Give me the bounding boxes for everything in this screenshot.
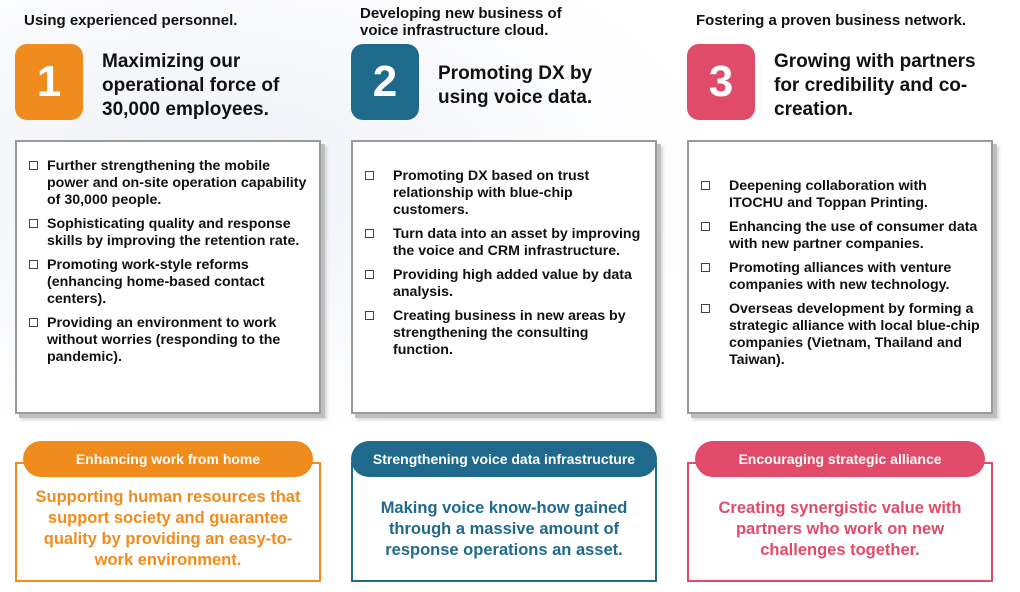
checkbox-icon bbox=[701, 304, 710, 313]
checkbox-icon bbox=[701, 263, 710, 272]
checkbox-icon bbox=[29, 318, 38, 327]
tagline: Developing new business of voice infrast… bbox=[360, 5, 562, 39]
pillar-pill-label: Strengthening voice data infrastructure bbox=[351, 441, 657, 477]
checkbox-icon bbox=[365, 311, 374, 320]
checkbox-icon bbox=[365, 229, 374, 238]
checkbox-icon bbox=[701, 222, 710, 231]
list-item: Turn data into an asset by improving the… bbox=[365, 226, 647, 260]
checkbox-icon bbox=[365, 171, 374, 180]
list-item: Promoting alliances with venture compani… bbox=[701, 260, 983, 294]
pillar-number-badge: 2 bbox=[351, 44, 419, 120]
list-item: Creating business in new areas by streng… bbox=[365, 308, 647, 359]
list-item: Enhancing the use of consumer data with … bbox=[701, 219, 983, 253]
pillar-summary: Making voice know-how gained through a m… bbox=[351, 462, 657, 582]
list-item: Further strengthening the mobile power a… bbox=[29, 158, 311, 209]
list-item: Sophisticating quality and response skil… bbox=[29, 216, 311, 250]
initiatives-box: Further strengthening the mobile power a… bbox=[15, 140, 321, 414]
initiatives-box: Deepening collaboration with ITOCHU and … bbox=[687, 140, 993, 414]
pillar-heading: Promoting DX by using voice data. bbox=[438, 63, 593, 108]
list-item: Deepening collaboration with ITOCHU and … bbox=[701, 178, 983, 212]
pillar-number-badge: 1 bbox=[15, 44, 83, 120]
checkbox-icon bbox=[29, 161, 38, 170]
list-item: Promoting work-style reforms (enhancing … bbox=[29, 257, 311, 308]
pillar-column-2: Developing new business of voice infrast… bbox=[348, 0, 668, 592]
pillar-pill-label: Encouraging strategic alliance bbox=[695, 441, 985, 477]
list-item: Providing an environment to work without… bbox=[29, 315, 311, 366]
pillar-summary: Supporting human resources that support … bbox=[15, 462, 321, 582]
list-item: Providing high added value by data analy… bbox=[365, 267, 647, 301]
checkbox-icon bbox=[365, 270, 374, 279]
tagline: Fostering a proven business network. bbox=[696, 12, 967, 29]
pillar-number-badge: 3 bbox=[687, 44, 755, 120]
pillar-column-3: Fostering a proven business network. 3 G… bbox=[684, 0, 1004, 592]
list-item: Overseas development by forming a strate… bbox=[701, 301, 983, 369]
tagline: Using experienced personnel. bbox=[24, 12, 238, 29]
pillar-heading: Maximizing our operational force of 30,0… bbox=[102, 51, 280, 120]
initiatives-box: Promoting DX based on trust relationship… bbox=[351, 140, 657, 414]
pillar-summary: Creating synergistic value with partners… bbox=[687, 462, 993, 582]
list-item: Promoting DX based on trust relationship… bbox=[365, 168, 647, 219]
pillar-heading: Growing with partners for credibility an… bbox=[774, 51, 976, 120]
checkbox-icon bbox=[701, 181, 710, 190]
checkbox-icon bbox=[29, 219, 38, 228]
pillar-pill-label: Enhancing work from home bbox=[23, 441, 313, 477]
checkbox-icon bbox=[29, 260, 38, 269]
pillar-column-1: Using experienced personnel. 1 Maximizin… bbox=[12, 0, 332, 592]
